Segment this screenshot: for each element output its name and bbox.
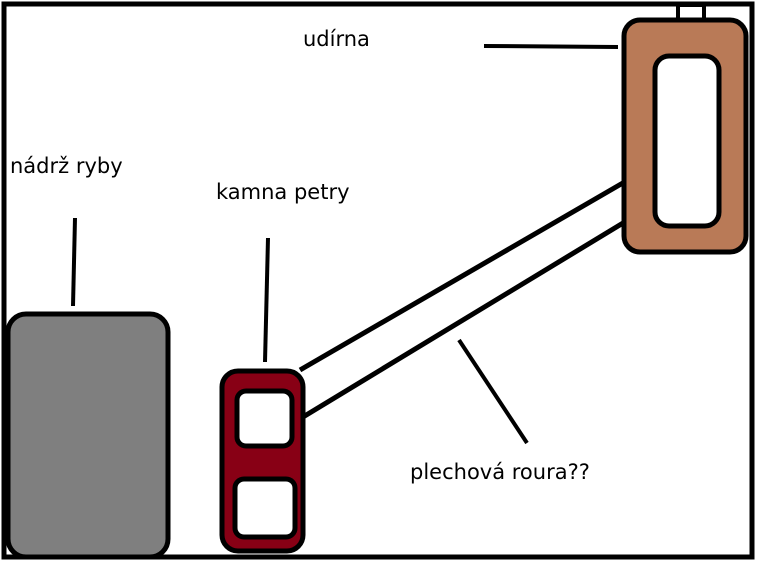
stove-lower-door	[232, 476, 298, 540]
stove-upper-door	[234, 388, 295, 449]
pipe-lower-line	[301, 217, 630, 420]
pipe-label: plechová roura??	[410, 460, 590, 484]
fish-tank-label: nádrž ryby	[10, 154, 123, 178]
pipe-upper-line	[298, 177, 630, 373]
smokehouse-pointer	[483, 44, 619, 49]
pipe-pointer	[457, 338, 529, 445]
smokehouse-chamber	[652, 53, 722, 229]
fish-tank	[5, 311, 171, 560]
frame-border	[1, 1, 755, 560]
fish-tank-pointer	[71, 217, 77, 307]
stove-pointer	[263, 237, 270, 363]
stove-label: kamna petry	[216, 180, 350, 204]
smokehouse-label: udírna	[303, 27, 370, 51]
